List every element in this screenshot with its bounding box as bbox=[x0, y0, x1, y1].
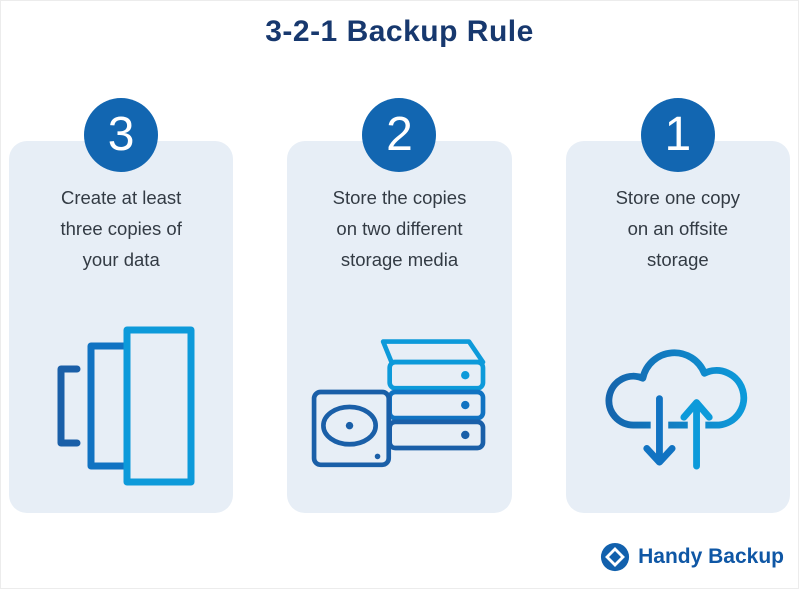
badge-number-2-label: 2 bbox=[386, 108, 413, 161]
page-title: 3-2-1 Backup Rule bbox=[265, 15, 534, 48]
badge-number-1-label: 1 bbox=[664, 108, 692, 161]
card-three-copies: 3 Create at least three copies of your d… bbox=[9, 98, 234, 513]
document-copies-icon bbox=[41, 299, 201, 513]
cards-container: 3 Create at least three copies of your d… bbox=[9, 98, 790, 513]
card-three-copies-text: Create at least three copies of your dat… bbox=[60, 182, 181, 275]
card-two-media-text: Store the copies on two different storag… bbox=[333, 182, 467, 275]
storage-media-icon bbox=[301, 299, 497, 513]
badge-number-3-label: 3 bbox=[107, 108, 135, 161]
handy-backup-logo-icon bbox=[600, 542, 630, 572]
badge-number-3: 3 bbox=[84, 98, 159, 172]
brand-name: Handy Backup bbox=[638, 545, 784, 568]
text-line: Store one copy bbox=[615, 187, 741, 208]
badge-number-2: 2 bbox=[362, 98, 437, 172]
card-offsite-storage-text: Store one copy on an offsite storage bbox=[616, 182, 740, 275]
text-line: on an offsite bbox=[627, 218, 729, 239]
text-line: storage media bbox=[340, 249, 459, 270]
text-line: Create at least bbox=[61, 187, 182, 208]
text-line: your data bbox=[82, 249, 160, 270]
text-line: Store the copies bbox=[332, 187, 467, 208]
text-line: three copies of bbox=[60, 218, 182, 239]
badge-number-1: 1 bbox=[640, 98, 715, 172]
brand-logo: Handy Backup bbox=[600, 542, 784, 572]
cloud-sync-icon bbox=[595, 299, 761, 513]
card-two-media: 2 Store the copies on two different stor… bbox=[287, 98, 512, 513]
text-line: on two different bbox=[336, 218, 463, 239]
card-offsite-storage: 1 Store one copy on an offsite storage bbox=[565, 98, 790, 513]
text-line: storage bbox=[646, 249, 709, 270]
